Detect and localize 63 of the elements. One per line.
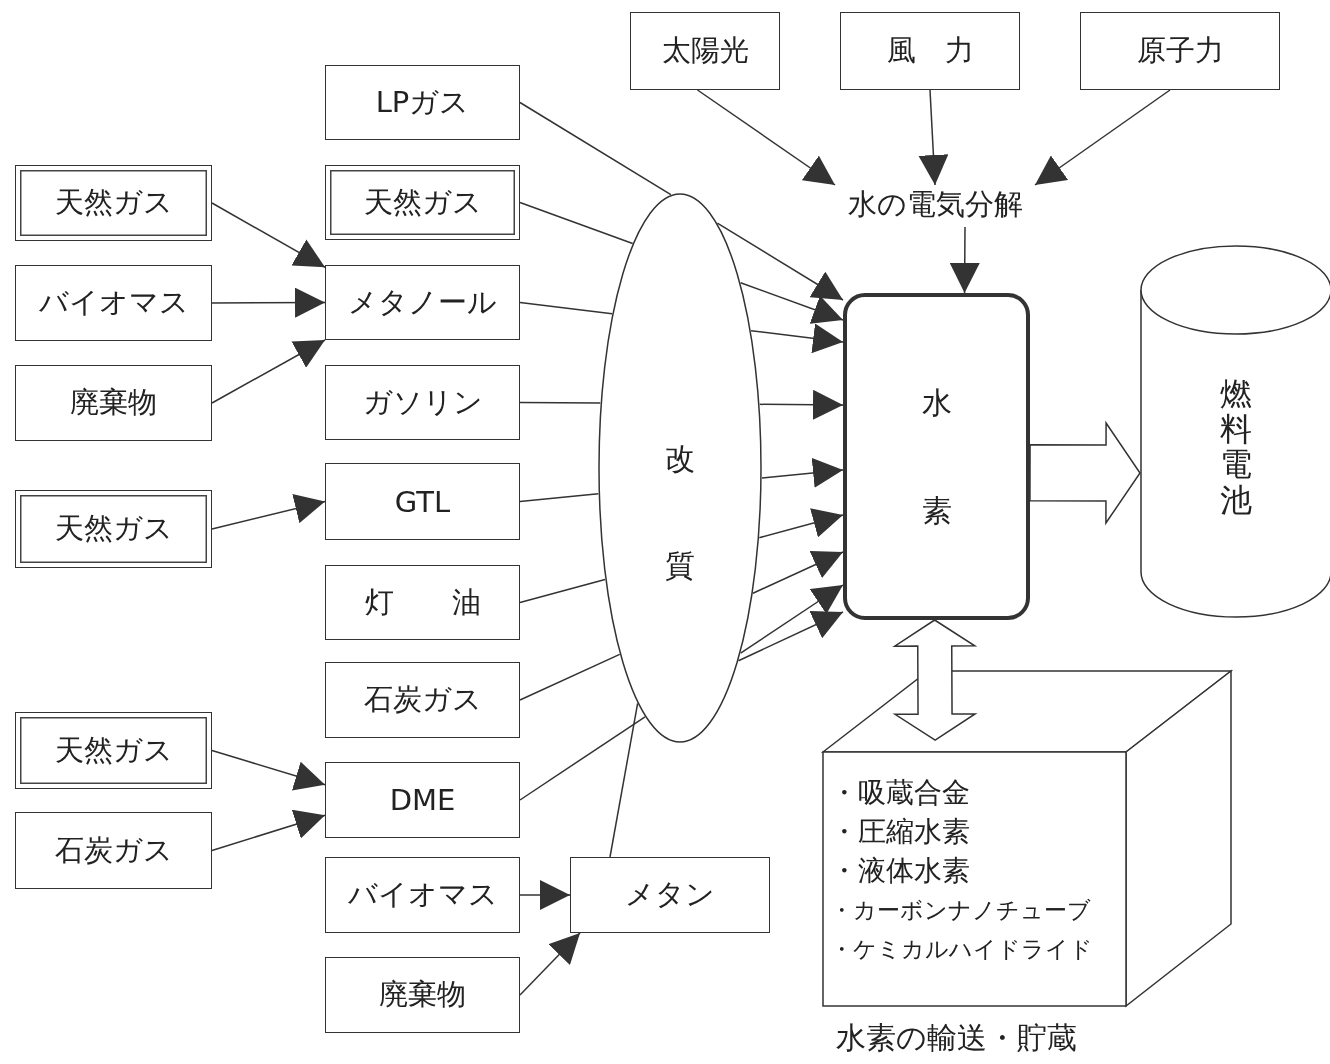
list-item: ・吸蔵合金 (830, 775, 970, 811)
node-label: 水素 (921, 383, 952, 530)
arrow (737, 611, 844, 662)
label-box: GTL (325, 463, 520, 540)
list-item: ・圧縮水素 (830, 814, 970, 850)
arrow (716, 222, 844, 301)
block-arrow (1029, 420, 1141, 526)
arrow (211, 809, 326, 852)
arrow (519, 932, 581, 996)
connector-line (519, 578, 606, 604)
arrow (918, 89, 949, 186)
connector-line (519, 653, 621, 701)
arrow (750, 323, 844, 354)
arrow (211, 339, 326, 404)
label-box: 石炭ガス (325, 662, 520, 738)
rounded-box (843, 293, 1030, 620)
connector-line (519, 201, 634, 245)
arrow (949, 226, 980, 294)
connector-line (519, 101, 672, 196)
connector-line (519, 401, 602, 404)
node-label: 改質 (665, 440, 695, 585)
arrow (211, 287, 326, 318)
label-box: バイオマス (15, 265, 212, 341)
arrow (519, 880, 571, 910)
arrow (211, 749, 326, 791)
arrow (1034, 89, 1171, 186)
list-item: ・液体水素 (830, 853, 970, 889)
block-arrow (892, 619, 978, 742)
double-bordered-box: 天然ガス (15, 712, 212, 789)
label-box: DME (325, 762, 520, 838)
label-box: LPガス (325, 65, 520, 140)
label-box: バイオマス (325, 857, 520, 933)
label-box: メタノール (325, 265, 520, 340)
arrow (759, 389, 844, 420)
list-item: ・ケミカルハイドライド (830, 935, 1093, 964)
list-item: ・カーボンナノチューブ (830, 896, 1091, 925)
node-label: 燃料電池 (1220, 377, 1252, 518)
connector-line (519, 716, 646, 801)
double-bordered-box: 天然ガス (15, 490, 212, 568)
label-box: 灯 油 (325, 565, 520, 640)
arrow (739, 282, 844, 324)
label-box: 太陽光 (630, 12, 780, 90)
arrow (761, 458, 844, 488)
label-box: 石炭ガス (15, 812, 212, 889)
caption-text: 水素の輸送・貯蔵 (836, 1020, 1077, 1056)
double-bordered-box: 天然ガス (15, 165, 212, 241)
connector-line (519, 493, 600, 503)
label-box: ガソリン (325, 365, 520, 440)
label-box: 廃棄物 (15, 365, 212, 441)
arrow (752, 550, 844, 594)
arrow (696, 89, 836, 186)
arrow (211, 494, 326, 530)
connector-line (519, 301, 613, 315)
label-box: 廃棄物 (325, 957, 520, 1033)
connector-line (609, 702, 639, 858)
label-box: 風 力 (840, 12, 1020, 90)
arrow (211, 202, 326, 268)
double-bordered-box: 天然ガス (325, 165, 520, 240)
process-label: 水の電気分解 (835, 185, 1035, 227)
label-box: 原子力 (1080, 12, 1280, 90)
label-box: メタン (570, 857, 770, 933)
arrow (739, 584, 844, 654)
arrow (758, 508, 844, 539)
